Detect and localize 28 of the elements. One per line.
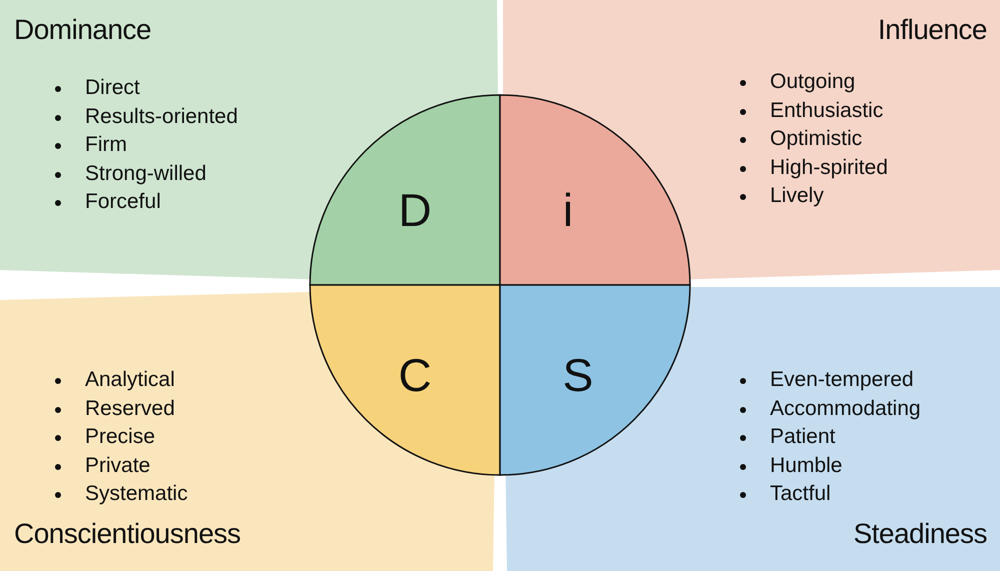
- trait-item: Precise: [85, 424, 156, 450]
- quadrant-letter: S: [562, 348, 594, 402]
- trait-item: Direct: [85, 75, 140, 101]
- quadrant-heading: Dominance: [14, 14, 152, 46]
- quadrant-heading: Influence: [878, 14, 987, 46]
- trait-item: Results-oriented: [85, 104, 238, 130]
- quadrant-heading: Conscientiousness: [14, 518, 241, 550]
- trait-item: Systematic: [85, 481, 188, 507]
- trait-item: Private: [85, 452, 150, 478]
- quadrant-heading: Steadiness: [853, 518, 987, 550]
- trait-item: Reserved: [85, 396, 175, 422]
- quadrant-letter: i: [562, 183, 574, 237]
- trait-item: Accommodating: [770, 396, 921, 422]
- trait-item: Analytical: [85, 367, 175, 393]
- trait-item: Outgoing: [770, 69, 856, 95]
- trait-item: Enthusiastic: [770, 98, 884, 124]
- trait-item: High-spirited: [770, 154, 888, 180]
- trait-item: Patient: [770, 424, 836, 450]
- quadrant-letter: C: [398, 348, 432, 402]
- trait-item: Tactful: [770, 481, 831, 507]
- trait-item: Humble: [770, 452, 842, 478]
- trait-item: Firm: [85, 132, 127, 158]
- trait-item: Lively: [770, 183, 824, 209]
- trait-item: Optimistic: [770, 126, 862, 152]
- trait-item: Even-tempered: [770, 367, 914, 393]
- trait-item: Forceful: [85, 189, 161, 215]
- quadrant-letter: D: [398, 183, 432, 237]
- trait-item: Strong-willed: [85, 160, 206, 186]
